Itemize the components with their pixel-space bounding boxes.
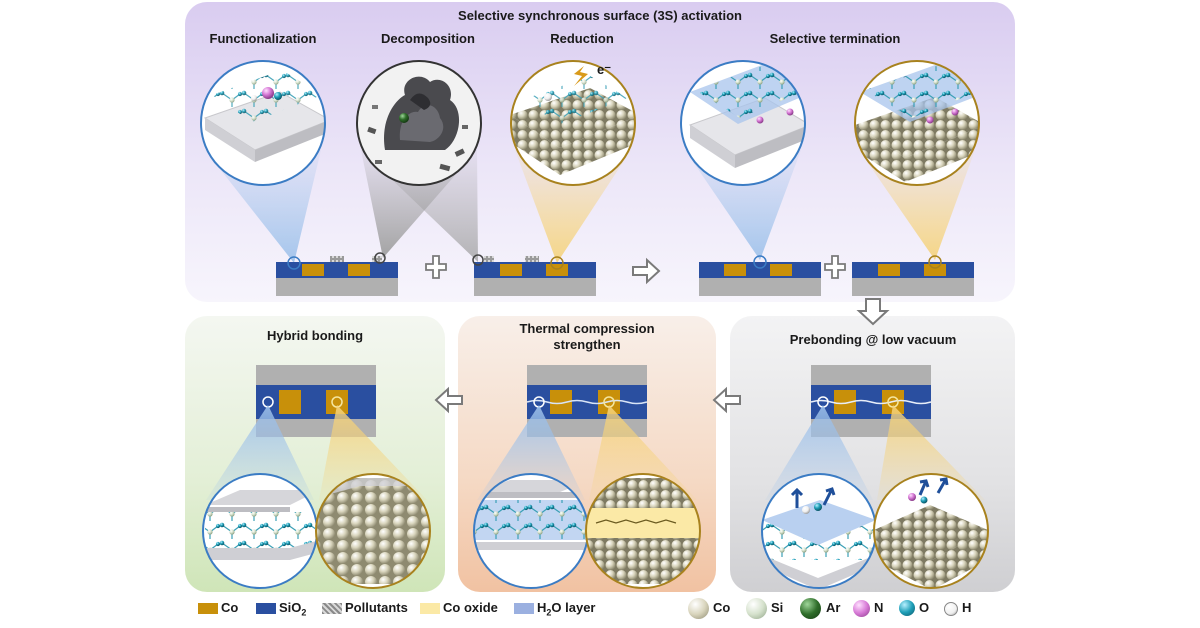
legend-atom-si-icon xyxy=(746,598,767,619)
legend-swatch-sio2 xyxy=(256,603,276,614)
thermal-compression-label-line2: strengthen xyxy=(553,337,621,352)
step-functionalization-label: Functionalization xyxy=(209,31,317,46)
wafer-reduction xyxy=(472,254,596,296)
functionalization-zoom xyxy=(200,60,326,186)
legend-atom-ar-label: Ar xyxy=(826,600,841,615)
arrow-right-icon xyxy=(632,257,661,285)
wafer-termination-left xyxy=(699,255,821,296)
plus-icon xyxy=(425,255,447,279)
step-reduction-label: Reduction xyxy=(550,31,614,46)
hybrid-bonding-label: Hybrid bonding xyxy=(266,328,364,343)
legend-swatch-pollutants xyxy=(322,603,342,614)
step-selective-termination-label: Selective termination xyxy=(769,31,901,46)
plus-icon xyxy=(824,255,846,279)
legend-label-pollutants: Pollutants xyxy=(345,600,408,615)
step-decomposition-label: Decomposition xyxy=(381,31,475,46)
hybrid-sio2-zoom xyxy=(202,473,318,589)
legend-atom-ar-icon xyxy=(800,598,821,619)
electron-label: e⁻ xyxy=(597,62,612,77)
thermal-sio2-zoom xyxy=(473,473,589,589)
legend-atom-co-label: Co xyxy=(713,600,731,615)
thermal-compression-label-line1: Thermal compression xyxy=(519,321,655,336)
legend-label-sio2: SiO2 xyxy=(279,600,307,618)
diagram-title: Selective synchronous surface (3S) activ… xyxy=(458,8,742,23)
legend-atom-o-icon xyxy=(899,600,915,616)
legend-label-h2o-layer: H2O layer xyxy=(537,600,596,618)
decomposition-zoom xyxy=(356,60,482,186)
wafer-termination-right xyxy=(852,255,974,296)
legend-atom-n-label: N xyxy=(874,600,884,615)
prebond-sio2-zoom xyxy=(761,473,877,589)
legend-atom-si-label: Si xyxy=(771,600,784,615)
arrow-left-icon xyxy=(712,386,741,414)
reduction-zoom xyxy=(510,60,636,186)
legend-atom-h-label: H xyxy=(962,600,972,615)
termination-co-zoom xyxy=(854,60,980,186)
legend-atom-n-icon xyxy=(853,600,870,617)
thermal-co-zoom xyxy=(585,473,701,589)
arrow-left-icon xyxy=(434,386,463,414)
wafer-stack-hybrid xyxy=(256,365,376,437)
legend-atom-h-icon xyxy=(944,602,958,616)
legend-swatch-co-oxide xyxy=(420,603,440,614)
arrow-down-icon xyxy=(856,298,890,326)
legend-swatch-co xyxy=(198,603,218,614)
legend-label-co-oxide: Co oxide xyxy=(443,600,498,615)
prebond-co-zoom xyxy=(873,473,989,589)
legend-atom-o-label: O xyxy=(919,600,930,615)
legend-label-co: Co xyxy=(221,600,239,615)
legend-swatch-h2o-layer xyxy=(514,603,534,614)
prebonding-label: Prebonding @ low vacuum xyxy=(789,332,957,347)
zoom-cones-bottom xyxy=(206,405,985,500)
hybrid-co-zoom xyxy=(315,473,431,589)
termination-sio2-zoom xyxy=(680,60,806,186)
wafer-functionalization-decomposition xyxy=(276,252,398,296)
legend-atom-co-icon xyxy=(688,598,709,619)
